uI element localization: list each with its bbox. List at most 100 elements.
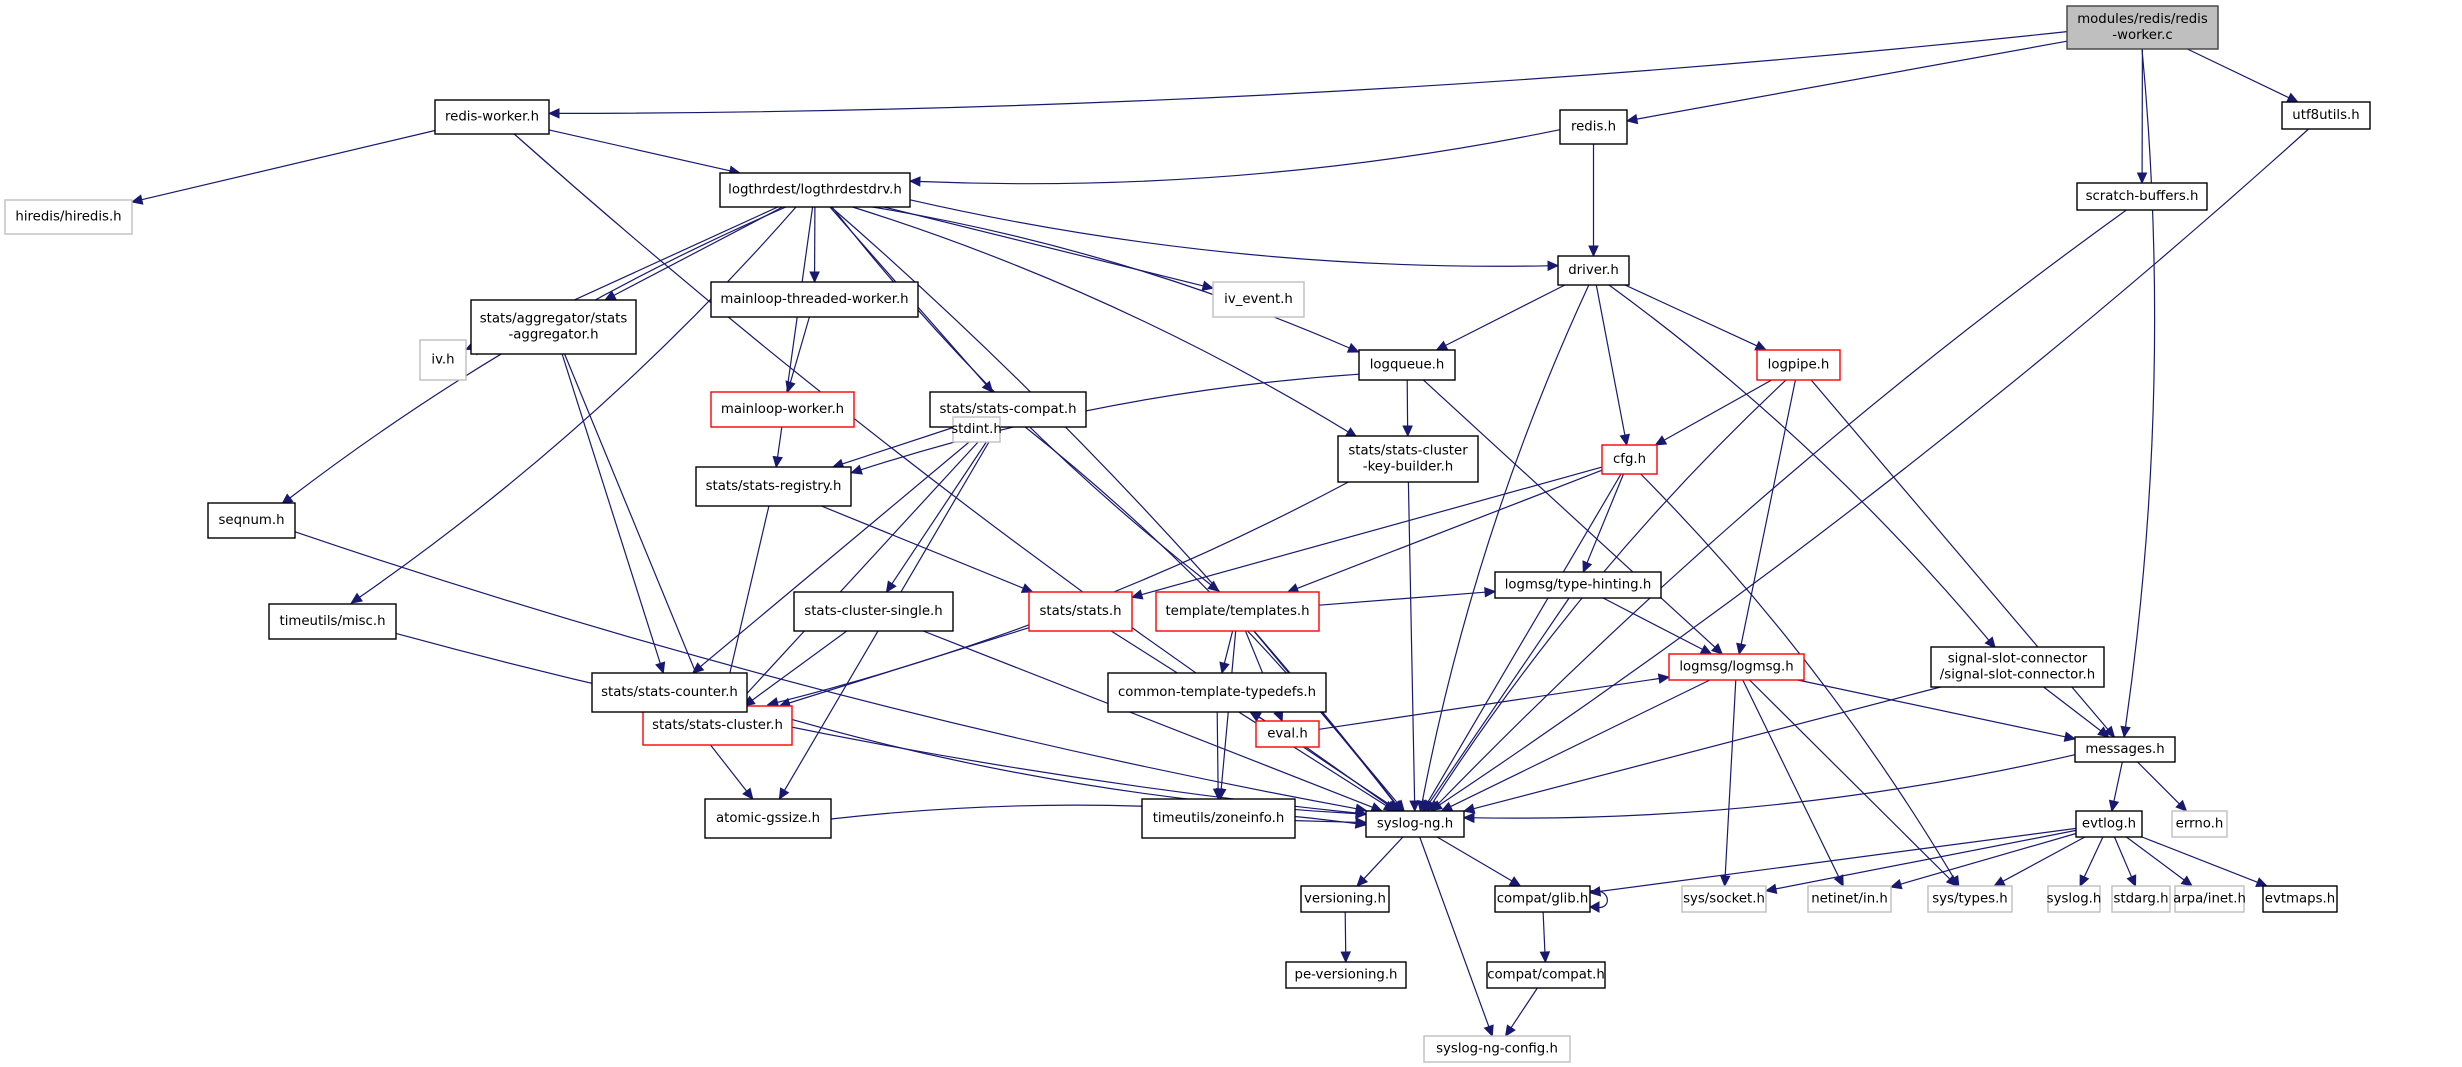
node-box [1756, 349, 1841, 381]
node-syslog-ng-h[interactable]: syslog-ng.h [1365, 810, 1465, 838]
node-templates-h[interactable]: template/templates.h [1155, 591, 1320, 632]
node-box [1559, 109, 1628, 145]
node-box [2076, 182, 2208, 211]
arrowhead-compat_glib_h-to-compat_glib_h [1588, 901, 1600, 913]
node-cfg-h[interactable]: cfg.h [1601, 444, 1658, 475]
edge-cfg_h-to-type_hinting_h [1586, 473, 1625, 563]
edge-evtlog_h-to-netinet_in_h [1900, 832, 2077, 885]
edge-root-to-utf8utils_h [2187, 48, 2290, 99]
node-arpa-inet-h: arpa/inet.h [2173, 885, 2246, 913]
arrowhead-stats_compat_h-to-stats_counter_h [691, 662, 705, 674]
node-seqnum-h[interactable]: seqnum.h [207, 502, 296, 539]
arrowhead-eval_h-to-logmsg_h [1657, 673, 1671, 684]
node-label: timeutils/misc.h [279, 614, 385, 629]
node-box [1107, 672, 1327, 713]
node-compat-compat-h[interactable]: compat/compat.h [1486, 961, 1606, 989]
edge-evtlog_h-to-compat_glib_h [1599, 827, 2077, 892]
edge-evtlog_h-to-evtmaps_h [2141, 836, 2258, 883]
edge-logqueue_h-to-logmsg_h [1422, 379, 1716, 648]
edge-driver_h-to-syslog_ng_h [1421, 284, 1590, 802]
node-redis-worker-h[interactable]: redis-worker.h [434, 99, 550, 135]
arrowhead-stats_aggregator_h-to-stats_counter_h [655, 661, 666, 675]
node-box [1141, 798, 1296, 839]
node-logqueue-h[interactable]: logqueue.h [1358, 349, 1456, 381]
edge-cfg_h-to-stats_h [1141, 466, 1603, 596]
node-stdarg-h: stdarg.h [2111, 885, 2171, 913]
node-box [1365, 810, 1465, 838]
edge-type_hinting_h-to-syslog_ng_h [1429, 597, 1570, 804]
node-evtlog-h[interactable]: evtlog.h [2075, 810, 2143, 838]
node-pe-versioning-h[interactable]: pe-versioning.h [1285, 961, 1407, 989]
edge-cfg_h-to-sys_types_h [1640, 473, 1955, 879]
node-stats-aggregator-h[interactable]: stats/aggregator/stats-aggregator.h [470, 299, 637, 355]
arrowhead-evtlog_h-to-netinet_in_h [1889, 879, 1903, 890]
node-stats-compat-h[interactable]: stats/stats-compat.h [929, 391, 1087, 428]
arrowhead-stats_compat_h-to-atomic_gssize_h [778, 787, 790, 801]
edge-evtlog_h-to-sys_socket_h [1775, 829, 2077, 890]
edge-utf8utils_h-to-syslog_ng_h [1439, 128, 2310, 806]
node-mainloop-worker-h[interactable]: mainloop-worker.h [710, 391, 855, 428]
node-label: signal-slot-connector [1948, 652, 2088, 667]
edge-driver_h-to-signal_slot_connector_h [1608, 284, 1990, 641]
node-mainloop-threaded-worker-h[interactable]: mainloop-threaded-worker.h [710, 281, 919, 318]
node-box [434, 99, 550, 135]
node-logmsg-h[interactable]: logmsg/logmsg.h [1668, 653, 1805, 681]
node-stats-h[interactable]: stats/stats.h [1028, 591, 1133, 632]
node-stdint-h: stdint.h [951, 416, 1002, 443]
arrowhead-logmsg_h-to-sys_socket_h [1719, 875, 1731, 888]
node-label: logmsg/type-hinting.h [1505, 578, 1652, 593]
arrowhead-templates_h-to-common_template_typedefs_h [1219, 661, 1230, 675]
node-box [470, 299, 637, 355]
node-atomic-gssize-h[interactable]: atomic-gssize.h [704, 798, 832, 839]
node-box [2111, 885, 2171, 913]
node-label: -worker.c [2112, 28, 2172, 43]
node-label: stats/stats-compat.h [940, 402, 1077, 417]
node-box [1668, 653, 1805, 681]
node-compat-glib-h[interactable]: compat/glib.h [1494, 885, 1591, 913]
node-logthrdestdrv-h[interactable]: logthrdest/logthrdestdrv.h [719, 172, 911, 208]
node-driver-h[interactable]: driver.h [1557, 255, 1630, 286]
node-scratch-buffers-h[interactable]: scratch-buffers.h [2076, 182, 2208, 211]
arrowhead-syslog_ng_h-to-versioning_h [1356, 874, 1369, 887]
edge-signal_slot_connector_h-to-messages_h [2043, 686, 2102, 732]
node-timeutils-misc-h[interactable]: timeutils/misc.h [268, 603, 397, 640]
edge-compat_glib_h-to-compat_glib_h [1589, 890, 1608, 908]
arrowhead-logmsg_h-to-syslog_ng_h [1440, 801, 1454, 812]
node-box [1423, 1035, 1571, 1063]
node-evtmaps-h[interactable]: evtmaps.h [2262, 885, 2338, 913]
arrowhead-templates_h-to-type_hinting_h [1484, 586, 1497, 598]
arrowhead-evtlog_h-to-stdarg_h [2126, 874, 2137, 888]
node-stats-cluster-single-h[interactable]: stats-cluster-single.h [793, 591, 954, 632]
edge-messages_h-to-evtlog_h [2113, 761, 2123, 802]
node-label: arpa/inet.h [2173, 892, 2246, 907]
node-label: modules/redis/redis [2077, 12, 2208, 27]
node-errno-h: errno.h [2171, 810, 2228, 838]
edge-stats_compat_h-to-stats_registry_h [842, 426, 955, 465]
node-label: seqnum.h [218, 513, 284, 528]
node-stats-cluster-key-builder-h[interactable]: stats/stats-cluster-key-builder.h [1337, 435, 1479, 483]
edge-seqnum_h-to-syslog_ng_h [294, 531, 1357, 810]
edge-redis_worker_h-to-logthrdestdrv_h [548, 129, 731, 172]
node-label: stats/stats.h [1040, 604, 1122, 619]
node-eval-h[interactable]: eval.h [1255, 720, 1320, 748]
arrowhead-redis_worker_h-to-hiredis_h [130, 194, 144, 205]
node-stats-registry-h[interactable]: stats/stats-registry.h [695, 466, 852, 507]
node-stats-counter-h[interactable]: stats/stats-counter.h [591, 672, 748, 713]
node-root[interactable]: modules/redis/redis-worker.c [2066, 5, 2219, 50]
node-signal-slot-connector-h[interactable]: signal-slot-connector/signal-slot-connec… [1930, 646, 2105, 688]
edge-evtlog_h-to-stdarg_h [2113, 836, 2133, 878]
node-box [2174, 885, 2245, 913]
node-zoneinfo-h[interactable]: timeutils/zoneinfo.h [1141, 798, 1296, 839]
node-logpipe-h[interactable]: logpipe.h [1756, 349, 1841, 381]
node-utf8utils-h[interactable]: utf8utils.h [2281, 101, 2371, 130]
arrowhead-logpipe_h-to-logmsg_h [1736, 642, 1747, 656]
node-versioning-h[interactable]: versioning.h [1300, 885, 1390, 913]
node-messages-h[interactable]: messages.h [2074, 736, 2176, 763]
edge-logthrdestdrv_h-to-stats_cluster_key_builder_h [852, 206, 1349, 433]
node-syslog-h: syslog.h [2047, 885, 2101, 913]
edge-stats_cluster_key_builder_h-to-syslog_ng_h [1407, 481, 1416, 802]
node-type-hinting-h[interactable]: logmsg/type-hinting.h [1494, 571, 1662, 599]
node-redis-h[interactable]: redis.h [1559, 109, 1628, 145]
node-common-template-typedefs-h[interactable]: common-template-typedefs.h [1107, 672, 1327, 713]
node-box [1300, 885, 1390, 913]
